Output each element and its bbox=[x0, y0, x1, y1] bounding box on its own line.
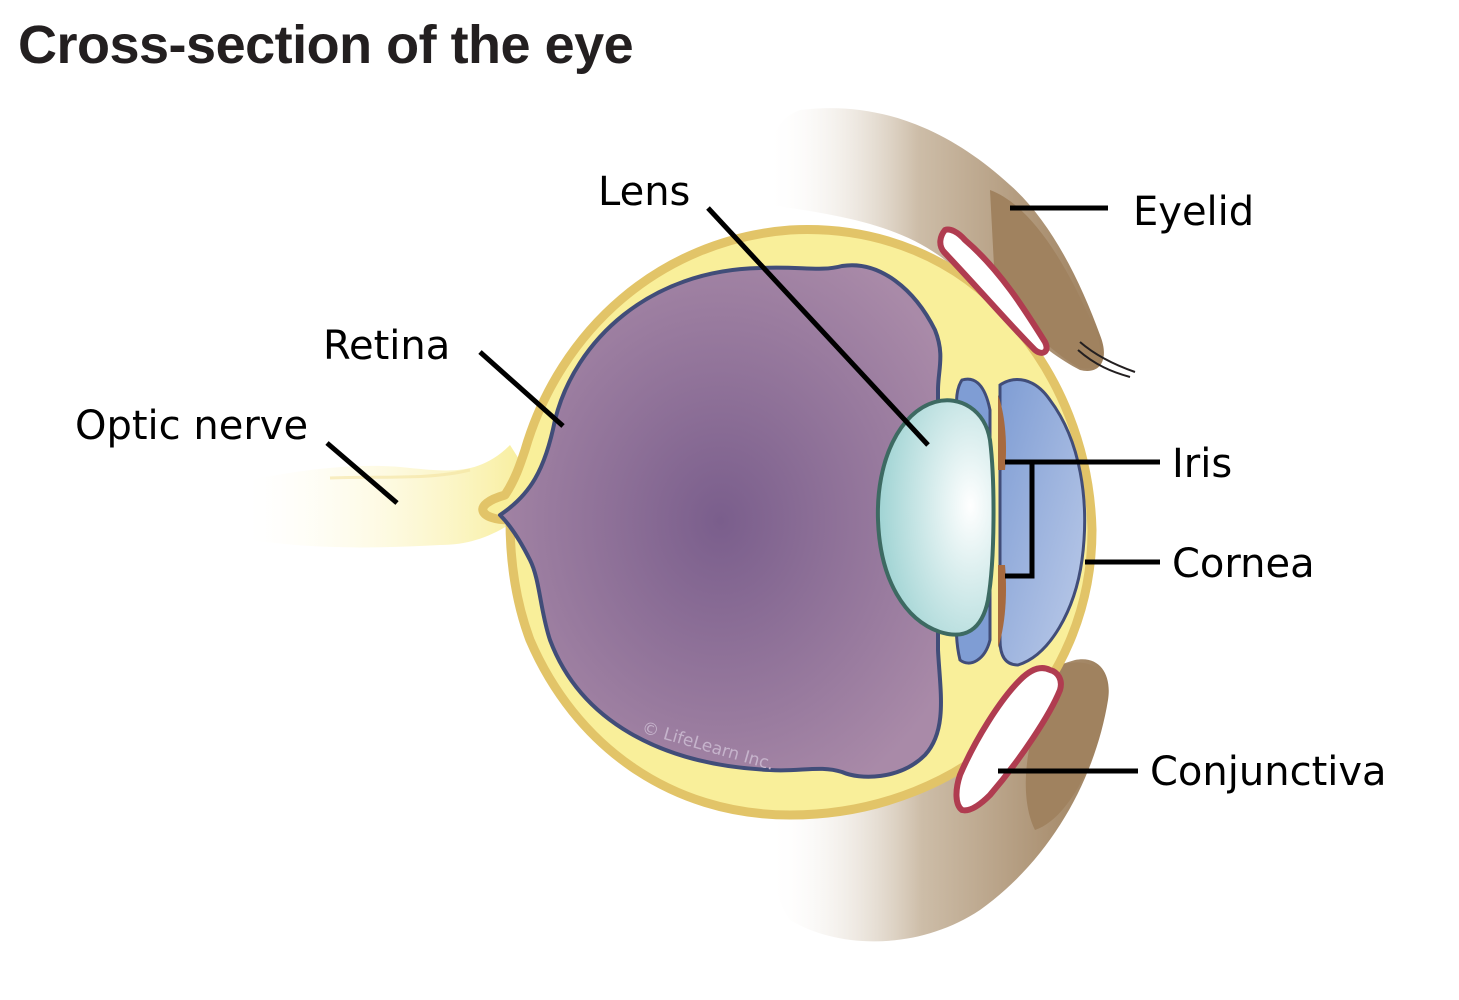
iris-lower bbox=[998, 565, 1007, 648]
retina-leader-line bbox=[478, 350, 565, 428]
vitreous-body bbox=[498, 263, 943, 779]
conjunctiva-upper bbox=[937, 226, 1050, 356]
iris-leader-line bbox=[1005, 459, 1160, 579]
optic-nerve bbox=[250, 445, 545, 548]
lens-leader-line bbox=[706, 206, 930, 447]
diagram-title: Cross-section of the eye bbox=[18, 15, 634, 75]
optic-nerve-label: Optic nerve bbox=[75, 403, 309, 449]
conjunctiva-label: Conjunctiva bbox=[1150, 749, 1387, 795]
optic-nerve-leader-line bbox=[325, 441, 399, 505]
iris-upper bbox=[998, 395, 1007, 470]
eyelid-label: Eyelid bbox=[1133, 189, 1255, 235]
conjunctiva-lower bbox=[953, 665, 1064, 814]
retina-label: Retina bbox=[323, 323, 451, 369]
lens-label: Lens bbox=[598, 169, 691, 215]
iris-label: Iris bbox=[1172, 441, 1233, 487]
lens bbox=[875, 398, 996, 637]
cornea-label: Cornea bbox=[1172, 541, 1315, 587]
